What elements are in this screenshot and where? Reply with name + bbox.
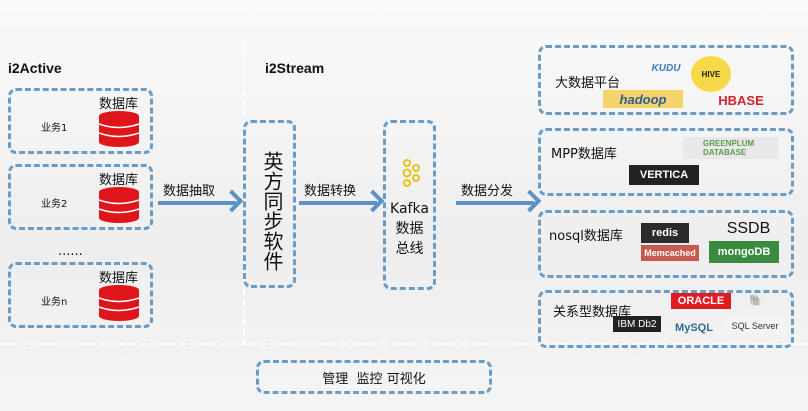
- sql-server-logo: SQL Server: [725, 317, 785, 335]
- i2stream-title: i2Stream: [265, 60, 325, 76]
- business-label: 业务2: [41, 199, 68, 210]
- management-box: 管理 监控 可视化: [256, 360, 492, 394]
- redis-logo: redis: [641, 223, 689, 243]
- kafka-bus-box: Kafka 数据 总线: [383, 120, 436, 290]
- mongodb-logo: mongoDB: [709, 241, 779, 263]
- extract-arrow: [158, 201, 236, 205]
- kafka-icon: [402, 159, 420, 187]
- relational-database-box: 关系型数据库 ORACLE IBM Db2 MySQL SQL Server 🐘: [538, 290, 794, 348]
- database-label: 数据库: [99, 173, 139, 188]
- source-box-n: 业务n 数据库: [8, 262, 153, 328]
- extract-label: 数据抽取: [163, 184, 216, 199]
- nosql-database-label: nosql数据库: [549, 229, 623, 244]
- management-label: 管理 监控 可视化: [322, 371, 426, 387]
- source-box-1: 业务1 数据库: [8, 88, 153, 154]
- database-icon: [98, 111, 140, 147]
- oracle-logo: ORACLE: [671, 293, 731, 309]
- database-icon: [98, 187, 140, 223]
- sync-software-label: 英方同步软件: [260, 151, 284, 271]
- bigdata-platform-label: 大数据平台: [555, 76, 621, 91]
- vertica-logo: VERTICA: [629, 165, 699, 185]
- hbase-logo: HBASE: [718, 92, 764, 108]
- hive-logo: HIVE: [691, 56, 731, 92]
- transform-label: 数据转换: [304, 184, 357, 199]
- distribute-arrow: [456, 201, 534, 205]
- bigdata-platform-box: 大数据平台 KUDU HIVE hadoop HBASE: [538, 45, 794, 115]
- source-box-2: 业务2 数据库: [8, 164, 153, 230]
- ibm-db2-logo: IBM Db2: [613, 316, 661, 332]
- mysql-logo: MySQL: [675, 322, 713, 334]
- relational-database-label: 关系型数据库: [553, 305, 632, 320]
- nosql-database-box: nosql数据库 redis Memcached SSDB mongoDB: [538, 210, 794, 278]
- ssdb-logo: SSDB: [726, 220, 771, 237]
- more-ellipsis: ......: [58, 244, 83, 259]
- business-label: 业务1: [41, 123, 68, 134]
- kafka-data-label: 数据: [395, 221, 424, 237]
- business-label: 业务n: [41, 297, 68, 308]
- database-label: 数据库: [99, 97, 139, 112]
- sync-software-box: 英方同步软件: [243, 120, 296, 288]
- hadoop-logo: hadoop: [603, 90, 683, 108]
- mpp-database-box: MPP数据库 GREENPLUM DATABASE VERTICA: [538, 128, 794, 196]
- kudu-logo: KUDU: [651, 62, 681, 74]
- database-label: 数据库: [99, 271, 139, 286]
- distribute-label: 数据分发: [461, 184, 514, 199]
- i2active-title: i2Active: [8, 60, 62, 76]
- kafka-bus-label: 总线: [395, 241, 424, 257]
- region-divider-horizontal: [0, 343, 808, 345]
- kafka-label: Kafka: [390, 201, 429, 217]
- transform-arrow: [299, 201, 377, 205]
- postgresql-logo: 🐘: [749, 294, 763, 307]
- database-icon: [98, 285, 140, 321]
- mpp-database-label: MPP数据库: [551, 147, 617, 162]
- greenplum-logo: GREENPLUM DATABASE: [683, 137, 778, 159]
- memcached-logo: Memcached: [641, 245, 699, 261]
